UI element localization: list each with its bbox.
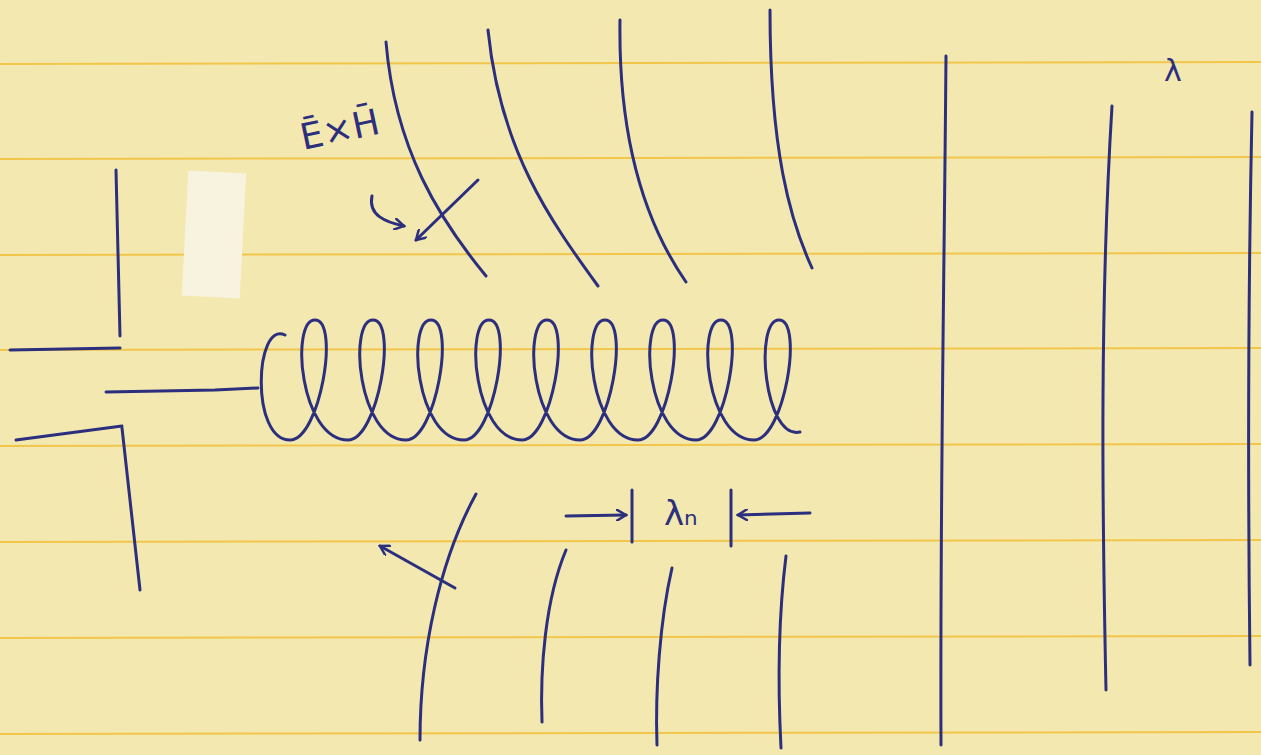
paper-rule-lines: [0, 62, 1261, 734]
poynting-arrow: [416, 180, 478, 240]
ground-plane: [122, 428, 140, 590]
wavefront: [779, 556, 786, 748]
ground-plane: [116, 170, 120, 336]
coax-shield: [16, 426, 122, 440]
wavelength-label: λ: [1164, 56, 1182, 86]
leader-arrow: [371, 196, 404, 226]
plane-wavefront: [941, 56, 946, 745]
dimension-label: λₙ: [664, 496, 698, 530]
tape-patch: [182, 171, 246, 299]
dimension-tick: [730, 490, 733, 546]
poynting-arrow: [380, 546, 455, 588]
wavefront: [386, 42, 486, 276]
wavefront: [488, 30, 598, 286]
plane-wavefront: [1249, 112, 1252, 665]
dimension-tick: [631, 490, 634, 542]
dimension-arrow: [566, 515, 626, 516]
wavefront: [620, 20, 686, 282]
plane-wavefront: [1103, 106, 1112, 690]
coax-shield: [10, 348, 120, 350]
wavefront: [657, 568, 672, 745]
coax-center-conductor: [106, 388, 258, 392]
helix-coil: [261, 320, 800, 440]
dimension-arrow: [738, 513, 810, 515]
wavefront: [420, 494, 476, 740]
wavefront: [542, 550, 566, 722]
field-label: Ē×H̄: [297, 104, 383, 156]
wavefront: [770, 10, 812, 268]
